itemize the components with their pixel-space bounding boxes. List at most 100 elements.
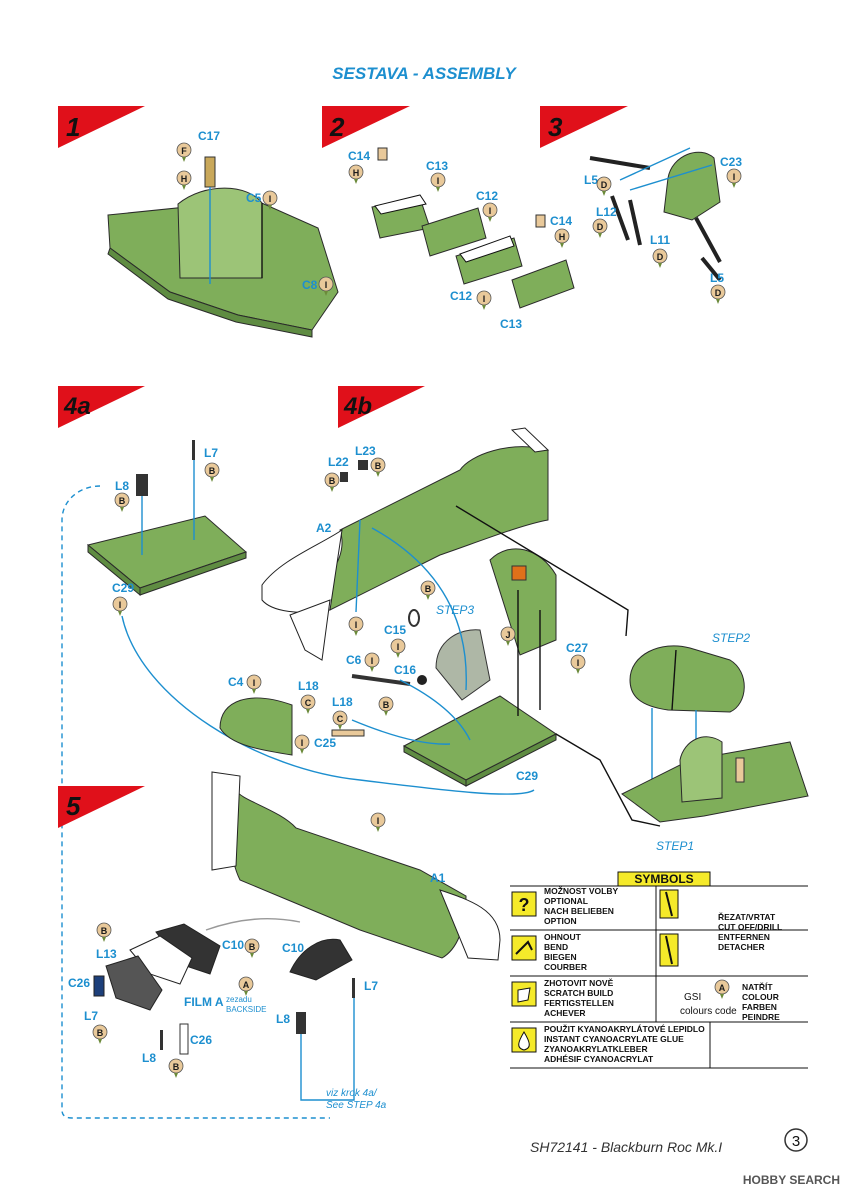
svg-text:I: I	[377, 816, 380, 826]
part-label: C25	[314, 736, 336, 750]
svg-text:I: I	[269, 194, 272, 204]
svg-text:MOŽNOST VOLBY: MOŽNOST VOLBY	[544, 885, 618, 896]
svg-text:CUT OFF/DRILL: CUT OFF/DRILL	[718, 922, 782, 932]
svg-text:OPTIONAL: OPTIONAL	[544, 896, 588, 906]
step-number: 4b	[343, 393, 372, 420]
part-label: C4	[228, 675, 244, 689]
svg-text:FARBEN: FARBEN	[742, 1002, 777, 1012]
part-label: L18	[332, 695, 353, 709]
svg-text:ZYANOAKRYLATKLEBER: ZYANOAKRYLATKLEBER	[544, 1044, 648, 1054]
code-badge-i: I	[262, 190, 278, 211]
svg-text:I: I	[325, 280, 328, 290]
part-label: C14	[550, 214, 572, 228]
svg-text:B: B	[119, 496, 126, 506]
svg-text:H: H	[353, 168, 360, 178]
page-title: SESTAVA - ASSEMBLY	[332, 64, 517, 83]
svg-text:B: B	[329, 476, 336, 486]
part-label: A2	[316, 521, 332, 535]
svg-text:DETACHER: DETACHER	[718, 942, 765, 952]
part-label: FILM A	[184, 995, 224, 1009]
step-number: 1	[66, 112, 80, 142]
svg-text:SCRATCH BUILD: SCRATCH BUILD	[544, 988, 613, 998]
step-1: 1 C17 F H C5 I C8 I	[58, 106, 339, 338]
svg-text:F: F	[181, 146, 187, 156]
part-label: C12	[450, 289, 472, 303]
part-label: C10	[282, 941, 304, 955]
svg-text:COURBER: COURBER	[544, 962, 587, 972]
svg-text:B: B	[173, 1062, 180, 1072]
part-label: C14	[348, 149, 370, 163]
svg-text:?: ?	[519, 895, 530, 915]
part-label: C27	[566, 641, 588, 655]
part-label: C29	[112, 581, 134, 595]
part-label: C13	[500, 317, 522, 331]
svg-text:D: D	[597, 222, 604, 232]
symbol-option-text: MOŽNOST VOLBY OPTIONAL NACH BELIEBEN OPT…	[544, 885, 618, 926]
svg-text:POUŽIT KYANOAKRYLÁTOVÉ LEPIDLO: POUŽIT KYANOAKRYLÁTOVÉ LEPIDLO	[544, 1023, 705, 1034]
svg-text:I: I	[489, 206, 492, 216]
part-label: viz krok 4a/	[326, 1088, 378, 1099]
part-label: See STEP 4a	[326, 1100, 387, 1111]
part-label: L7	[84, 1009, 98, 1023]
part-label: L8	[115, 479, 129, 493]
svg-text:B: B	[375, 461, 382, 471]
part-label: A1	[430, 871, 446, 885]
svg-text:A: A	[243, 980, 250, 990]
svg-text:B: B	[249, 942, 256, 952]
part-label: L8	[276, 1012, 290, 1026]
svg-text:ŘEZAT/VRTAT: ŘEZAT/VRTAT	[718, 911, 776, 922]
svg-text:ENTFERNEN: ENTFERNEN	[718, 932, 770, 942]
part-label: STEP1	[656, 839, 694, 853]
symbol-scratch-text: ZHOTOVIT NOVĚ SCRATCH BUILD FERTIGSTELLE…	[544, 977, 614, 1018]
step-4a: 4a L8 B L7 B C29 I	[58, 386, 535, 1119]
svg-text:I: I	[371, 656, 374, 666]
svg-text:J: J	[505, 630, 510, 640]
page-number: 3	[792, 1133, 800, 1150]
svg-text:B: B	[97, 1028, 104, 1038]
part-label: C13	[426, 159, 448, 173]
svg-text:C: C	[305, 698, 312, 708]
svg-text:COLOUR: COLOUR	[742, 992, 779, 1002]
svg-text:D: D	[715, 288, 722, 298]
svg-text:ADHÉSIF CYANOACRYLAT: ADHÉSIF CYANOACRYLAT	[544, 1054, 654, 1064]
code-badge-h: H	[176, 170, 192, 191]
part-label: L5	[584, 173, 598, 187]
part-label: L7	[364, 979, 378, 993]
svg-text:NATŘÍT: NATŘÍT	[742, 981, 773, 992]
part-label: C17	[198, 129, 220, 143]
part-label: L8	[142, 1051, 156, 1065]
svg-text:BEND: BEND	[544, 942, 568, 952]
svg-text:I: I	[733, 172, 736, 182]
part-label: C29	[516, 769, 538, 783]
svg-text:BIEGEN: BIEGEN	[544, 952, 577, 962]
svg-text:H: H	[181, 174, 188, 184]
svg-text:SYMBOLS: SYMBOLS	[634, 872, 693, 886]
part-label: C16	[394, 663, 416, 677]
watermark: HOBBY SEARCH	[743, 1173, 840, 1187]
code-badge-i: I	[318, 276, 334, 297]
svg-text:D: D	[657, 252, 664, 262]
svg-text:B: B	[101, 926, 108, 936]
part-label: BACKSIDE	[226, 1005, 266, 1014]
svg-text:ACHEVER: ACHEVER	[544, 1008, 586, 1018]
svg-text:B: B	[383, 700, 390, 710]
svg-text:D: D	[601, 180, 608, 190]
part-label: C26	[68, 976, 90, 990]
symbol-bend-text: OHNOUT BEND BIEGEN COURBER	[544, 932, 587, 972]
symbol-colour-text: NATŘÍT COLOUR FARBEN PEINDRE	[742, 981, 780, 1022]
part-label: zezadu	[226, 995, 252, 1004]
part-label: C26	[190, 1033, 212, 1047]
svg-text:PEINDRE: PEINDRE	[742, 1012, 780, 1022]
svg-text:FERTIGSTELLEN: FERTIGSTELLEN	[544, 998, 614, 1008]
symbols-legend: SYMBOLS ? A MOŽNOST VOLBY OPTIONAL NACH …	[510, 871, 808, 1069]
part-label: C8	[302, 278, 318, 292]
part-label: C12	[476, 189, 498, 203]
svg-text:B: B	[209, 466, 216, 476]
svg-text:I: I	[483, 294, 486, 304]
step-3: 3 L5 D C23 I L12 D L11 D L5 D	[540, 106, 742, 305]
step-2: 2 C14 H C13 I C12 I C14 H C12 I C13	[322, 106, 575, 331]
svg-text:OPTION: OPTION	[544, 916, 577, 926]
svg-text:I: I	[253, 678, 256, 688]
svg-text:OHNOUT: OHNOUT	[544, 932, 582, 942]
